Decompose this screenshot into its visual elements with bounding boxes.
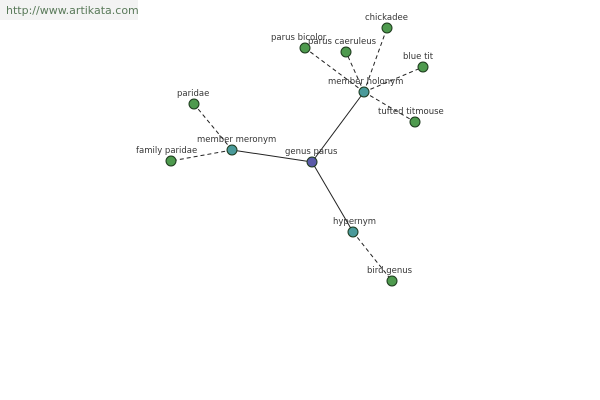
node-blue-tit[interactable]: [417, 61, 429, 73]
node-member-meronym[interactable]: [226, 144, 238, 156]
node-label-root: genus parus: [285, 147, 338, 157]
edge-member_holonym-chickadee: [363, 27, 388, 93]
edge-hypernym-bird_genus: [352, 231, 393, 282]
edge-member_meronym-paridae: [193, 103, 233, 151]
watermark-link[interactable]: http://www.artikata.com: [6, 4, 139, 17]
graph-labels: genus parus member meronym member holonym h…: [136, 13, 444, 276]
edge-member_holonym-tufted_titmouse: [363, 91, 416, 123]
node-label-hypernym: hypernym: [333, 217, 376, 227]
node-label-family-paridae: family paridae: [136, 146, 197, 156]
node-label-member-meronym: member meronym: [197, 135, 276, 145]
edge-member_holonym-blue_tit: [363, 66, 424, 93]
node-parus-bicolor[interactable]: [299, 42, 311, 54]
node-label-blue-tit: blue tit: [403, 52, 434, 62]
node-label-parus-bicolor: parus bicolor: [271, 33, 327, 43]
node-paridae[interactable]: [188, 98, 200, 110]
node-chickadee[interactable]: [381, 22, 393, 34]
node-root[interactable]: [306, 156, 318, 168]
edge-root-member_holonym: [311, 91, 365, 163]
graph-edges: [170, 27, 424, 282]
node-family-paridae[interactable]: [165, 155, 177, 167]
node-bird-genus[interactable]: [386, 275, 398, 287]
edge-root-hypernym: [311, 161, 354, 233]
graph-nodes: [165, 22, 429, 287]
edge-member_holonym-parus_bicolor: [304, 47, 365, 93]
edge-root-member_meronym: [231, 149, 313, 163]
edge-member_meronym-family_paridae: [170, 149, 233, 162]
node-parus-caeruleus[interactable]: [340, 46, 352, 58]
node-label-paridae: paridae: [177, 89, 209, 99]
node-label-tufted-titmouse: tufted titmouse: [378, 107, 444, 117]
node-member-holonym[interactable]: [358, 86, 370, 98]
node-label-chickadee: chickadee: [365, 13, 408, 23]
node-label-member-holonym: member holonym: [328, 77, 403, 87]
edge-member_holonym-parus_caeruleus: [345, 51, 365, 93]
node-label-parus-caeruleus: parus caeruleus: [308, 37, 377, 47]
node-tufted-titmouse[interactable]: [409, 116, 421, 128]
node-label-bird-genus: bird genus: [367, 266, 413, 276]
watermark-banner: http://www.artikata.com: [0, 0, 139, 20]
node-hypernym[interactable]: [347, 226, 359, 238]
